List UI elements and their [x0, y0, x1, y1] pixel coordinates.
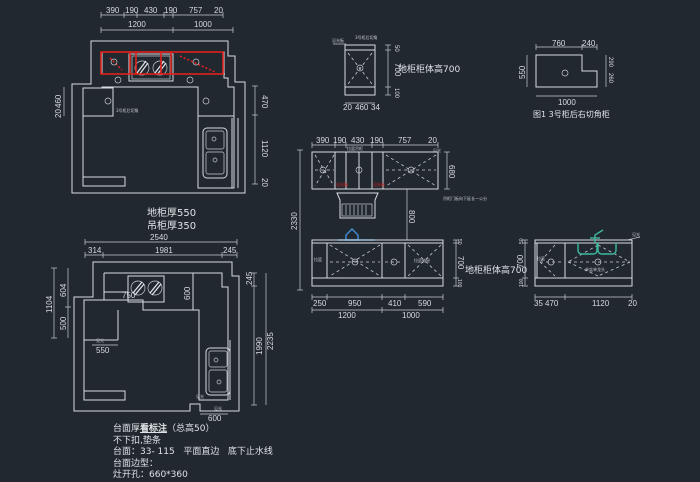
dim: 245 — [245, 271, 254, 285]
dim: 260 — [607, 73, 613, 84]
dim: 2540 — [150, 233, 168, 242]
dim: 20 — [428, 136, 437, 145]
dim: 1981 — [155, 246, 173, 255]
caption-base-thickness: 地柜厚550 — [147, 206, 196, 219]
dim: 470 — [545, 299, 559, 308]
plan-bottom: 2540 314 1981 245 750 600 见光 — [45, 233, 275, 423]
dim: 245 — [223, 246, 237, 255]
dim: 800 — [407, 210, 416, 224]
sink-label: 单盆单龙头 — [585, 266, 605, 272]
dim: 500 — [59, 316, 68, 330]
dim: 2235 — [266, 332, 275, 350]
cabinet-height-label: 地柜柜体高700 — [398, 63, 460, 75]
dim: 240 — [582, 39, 596, 48]
dim: 190 — [370, 136, 384, 145]
dim: 2330 — [290, 212, 299, 230]
dim: 604 — [59, 283, 68, 297]
dim: 50 — [393, 45, 399, 52]
drawer-label: 拉篮 — [314, 256, 322, 262]
dim: 757 — [189, 6, 203, 15]
tag-left: 见光板 — [332, 37, 344, 43]
plan-top: 390 190 430 190 757 20 1200 1000 3号柜后切角 — [54, 6, 269, 194]
label-side2: 见光 — [214, 405, 222, 411]
dim: 430 — [144, 6, 158, 15]
dim: 1200 — [338, 311, 356, 320]
label-window: 见光 — [96, 337, 104, 343]
dim: 1120 — [592, 299, 610, 308]
note-line-5: 灶开孔：660*360 — [113, 470, 188, 480]
note-label: 3号柜后切角 — [116, 107, 139, 113]
dim: 190 — [164, 6, 178, 15]
dim: 600 — [183, 286, 192, 300]
dim: 550 — [518, 65, 527, 79]
dim: 100 — [393, 88, 399, 99]
dim: 1000 — [194, 20, 212, 29]
red-tag: 见光板 — [336, 181, 348, 187]
dim: 1000 — [558, 98, 576, 107]
dim: 190 — [125, 6, 139, 15]
highlight-box — [100, 51, 224, 75]
dim: 250 — [313, 299, 327, 308]
dim: 35 — [534, 299, 543, 308]
elevation-right: 拉篮 单盆单龙头 见光 50 700 100 35 470 1120 20 — [516, 229, 641, 308]
dim: 290 — [607, 57, 613, 68]
dim: 700 — [393, 63, 402, 77]
dim: 600 — [208, 414, 222, 423]
dim: 757 — [398, 136, 412, 145]
dim: 950 — [348, 299, 362, 308]
hood-note: 吊柜门板向下延长一公分 — [443, 195, 487, 201]
dim: 700 — [516, 254, 525, 268]
dim: 1120 — [260, 140, 269, 158]
dim: 20 — [260, 178, 269, 187]
dim: 680 — [447, 165, 456, 179]
figure-caption: 图1 3号柜后右切角柜 — [533, 109, 610, 119]
top-tag: 见光 — [433, 147, 441, 153]
dim: 760 — [552, 39, 566, 48]
dim: 700 — [456, 256, 465, 270]
dim: 20 — [54, 109, 63, 118]
dim: 50 — [456, 239, 462, 245]
note-line-1: 台面厚看标注（总高50） — [113, 424, 215, 434]
dim: 430 — [351, 136, 365, 145]
dim: 1990 — [255, 337, 264, 355]
dim: 460 — [355, 103, 369, 112]
elevation-main: 390 190 430 190 757 20 拉篮吊柜 见光 见光板 见光板 6… — [290, 136, 527, 320]
note-line-4: 台面边型： — [113, 458, 159, 469]
dim: 100 — [519, 278, 525, 287]
dim: 20 — [628, 299, 637, 308]
dim: 750 — [122, 291, 136, 300]
dim: 50 — [519, 238, 525, 244]
dim: 190 — [333, 136, 347, 145]
note-line-3: 台面：33- 115 平面直边 底下止水线 — [113, 447, 273, 457]
dim: 1000 — [402, 311, 420, 320]
dim: 314 — [88, 246, 102, 255]
note-line-2: 不下扣,垫条 — [113, 435, 161, 446]
dim: 20 — [343, 103, 352, 112]
tag-top: 3号柜后切角 — [355, 34, 378, 40]
dim: 470 — [260, 95, 269, 109]
red-tag: 见光板 — [373, 181, 385, 187]
dim: 390 — [106, 6, 120, 15]
dim: 100 — [456, 279, 462, 288]
elevation-small: 见光板 3号柜后切角 50 700 100 地柜柜体高700 20 460 34 — [332, 34, 460, 112]
dim: 460 — [54, 94, 63, 108]
dim: 550 — [96, 346, 110, 355]
countertop-notes: 台面厚看标注（总高50） 不下扣,垫条 台面：33- 115 平面直边 底下止水… — [113, 424, 273, 482]
dim: 1200 — [128, 20, 146, 29]
inner-label: 拉篮吊柜 — [347, 145, 363, 151]
dim: 34 — [371, 103, 380, 112]
left-label: 拉篮 — [537, 255, 545, 261]
dim: 410 — [388, 299, 402, 308]
caption-wall-thickness: 吊柜厚350 — [147, 219, 196, 232]
base-height-label: 地柜柜体高700 — [465, 264, 527, 276]
right-tag: 见光 — [632, 231, 640, 237]
dim: 1104 — [45, 295, 54, 313]
dim: 390 — [316, 136, 330, 145]
drawer-label: 拉篮抽屉 — [414, 257, 430, 263]
dim: 590 — [418, 299, 432, 308]
dim: 20 — [214, 6, 223, 15]
cabinet-3-plan: 760 240 550 290 260 1000 图1 3号柜后右切角柜 — [518, 39, 613, 119]
label-side: 见光 — [196, 393, 204, 399]
